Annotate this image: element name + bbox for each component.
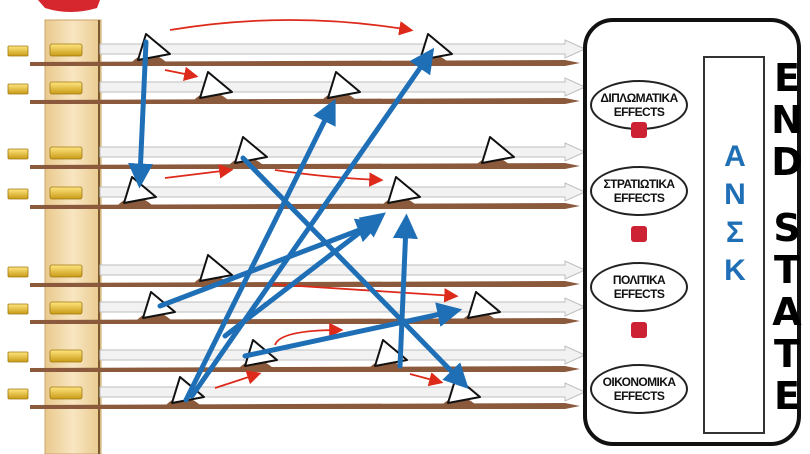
track-arrow [99,182,587,202]
track-line [30,318,580,324]
red-arrow [409,372,444,387]
state-letter: A [772,290,802,334]
state-letter: T [774,332,800,376]
gold-block-icon [49,186,83,200]
triangle-flag-icon [481,136,515,164]
effect-military: ΣΤΡΑΤΙΩΤΙΚΑ EFFECTS [590,166,688,216]
triangle-flag-icon [199,254,233,282]
effect-label: ΔΙΠΛΩΜΑΤΙΚΑ [600,91,678,105]
gold-block-icon [49,43,83,57]
track-line [30,98,580,104]
track-arrow [99,142,587,162]
effect-sublabel: EFFECTS [613,191,665,205]
track-arrow [99,297,587,317]
gold-block-icon [49,301,83,315]
gold-block-icon [49,81,83,95]
track-line [30,203,580,209]
red-badge-icon [38,0,100,12]
triangle-flag-icon [387,176,421,204]
gold-block-icon [7,45,29,57]
end-letter: D [771,140,803,184]
track-line [30,281,580,287]
effect-political: ΠΟΛΙΤΙΚΑ EFFECTS [590,262,688,312]
effect-economic: ΟΙΚΟΝΟΜΙΚΑ EFFECTS [590,364,688,414]
gold-block-icon [7,188,29,200]
gold-block-icon [49,349,83,363]
blue-arrow [183,98,336,403]
ansk-letter: Α [724,140,746,173]
red-arrow [164,66,199,81]
blue-arrow [157,218,382,309]
effect-sublabel: EFFECTS [613,389,665,403]
effect-label: ΠΟΛΙΤΙΚΑ [612,273,666,287]
gold-block-icon [49,386,83,400]
red-arrow [169,19,414,36]
ansk-letter: Ν [724,178,746,211]
red-arrow [164,164,234,179]
red-connector-icon [631,122,647,138]
state-letter: T [774,248,800,292]
red-arrow [274,169,384,187]
track-arrow [99,39,587,59]
state-letter: S [773,206,801,250]
gold-block-icon [7,83,29,95]
blue-arrow [128,39,154,189]
track-line [30,163,580,169]
end-letter: N [771,98,803,142]
gold-blocks [7,43,83,400]
ansk-letter: Κ [724,254,746,287]
end-letter: E [774,56,800,100]
triangle-flag-icon [327,71,361,99]
effect-label: ΟΙΚΟΝΟΜΙΚΑ [602,375,676,389]
blue-arrow [240,155,469,389]
red-connector-icon [631,226,647,242]
state-letter: E [774,374,800,418]
track-arrow [99,345,587,365]
blue-arrow [392,213,418,369]
gold-block-icon [7,148,29,160]
gold-block-icon [7,388,29,400]
blue-arrows [128,39,469,403]
track-arrow [99,260,587,280]
track-line [30,366,580,372]
red-arrow [214,370,262,389]
gold-block-icon [49,146,83,160]
gold-block-icon [49,264,83,278]
ansk-box [703,56,765,434]
track-line [30,403,580,409]
track-line [30,60,580,66]
triangle-flag-icon [199,71,233,99]
red-connector-icon [631,322,647,338]
ansk-letter: Σ [725,216,744,249]
red-arrow [274,322,344,346]
gold-block-icon [7,303,29,315]
gold-block-icon [7,351,29,363]
effect-label: ΣΤΡΑΤΙΩΤΙΚΑ [603,177,676,191]
gold-block-icon [7,266,29,278]
blue-arrow [222,212,386,339]
triangle-flag-icon [467,291,501,319]
effect-sublabel: EFFECTS [613,287,665,301]
blue-arrow [242,302,463,359]
effect-sublabel: EFFECTS [613,105,665,119]
